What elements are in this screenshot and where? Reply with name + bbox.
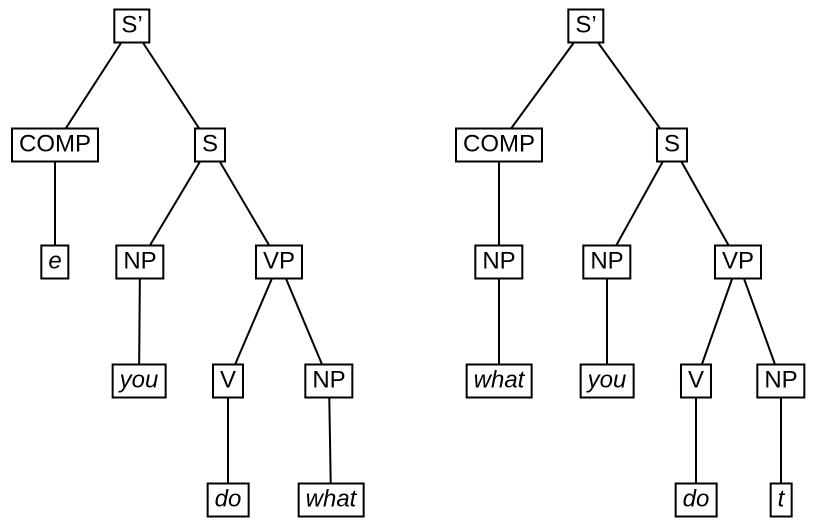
tree-edge-vp-v — [227, 261, 280, 382]
left-tree-node-s: S — [193, 127, 227, 163]
right-tree-node-np-obj: NP — [756, 363, 806, 399]
right-tree-node-t: t — [769, 482, 793, 518]
left-tree-node-np-subj: NP — [115, 244, 165, 280]
tree-edge-np-obj-what — [328, 380, 332, 501]
tree-edge-sbar-s — [131, 25, 211, 146]
left-tree-node-vp: VP — [254, 244, 304, 280]
left-tree-node-what: what — [297, 482, 365, 518]
tree-edge-vp-np-obj — [278, 261, 330, 382]
left-tree-node-sbar: S’ — [113, 8, 151, 44]
right-tree-node-s: S — [655, 127, 689, 163]
right-tree-node-vp: VP — [713, 244, 763, 280]
left-tree-node-do: do — [206, 482, 250, 518]
right-tree-node-v: V — [679, 363, 713, 399]
tree-edge-sbar-s — [585, 25, 673, 146]
tree-edge-s-np-subj — [606, 144, 673, 263]
left-tree-node-comp: COMP — [11, 127, 99, 163]
left-tree-node-you: you — [111, 363, 167, 399]
tree-edge-s-np-subj — [139, 144, 211, 263]
right-tree-node-np-subj: NP — [582, 244, 632, 280]
tree-edge-s-vp — [671, 144, 739, 263]
right-tree-node-what: what — [465, 363, 533, 399]
right-tree-node-sbar: S’ — [567, 8, 605, 44]
right-tree-node-do: do — [674, 482, 718, 518]
tree-edge-sbar-comp — [54, 25, 133, 146]
right-tree-node-np-wh: NP — [474, 244, 524, 280]
tree-edge-sbar-comp — [498, 25, 587, 146]
tree-edge-vp-np-obj — [737, 261, 782, 382]
right-tree-node-you: you — [579, 363, 635, 399]
tree-edge-s-vp — [209, 144, 280, 263]
right-tree-node-comp: COMP — [455, 127, 543, 163]
left-tree-node-np-obj: NP — [304, 363, 354, 399]
tree-edge-np-subj-you — [138, 261, 141, 382]
tree-edge-vp-v — [695, 261, 739, 382]
left-tree-node-v: V — [211, 363, 245, 399]
left-tree-node-e: e — [40, 244, 70, 280]
